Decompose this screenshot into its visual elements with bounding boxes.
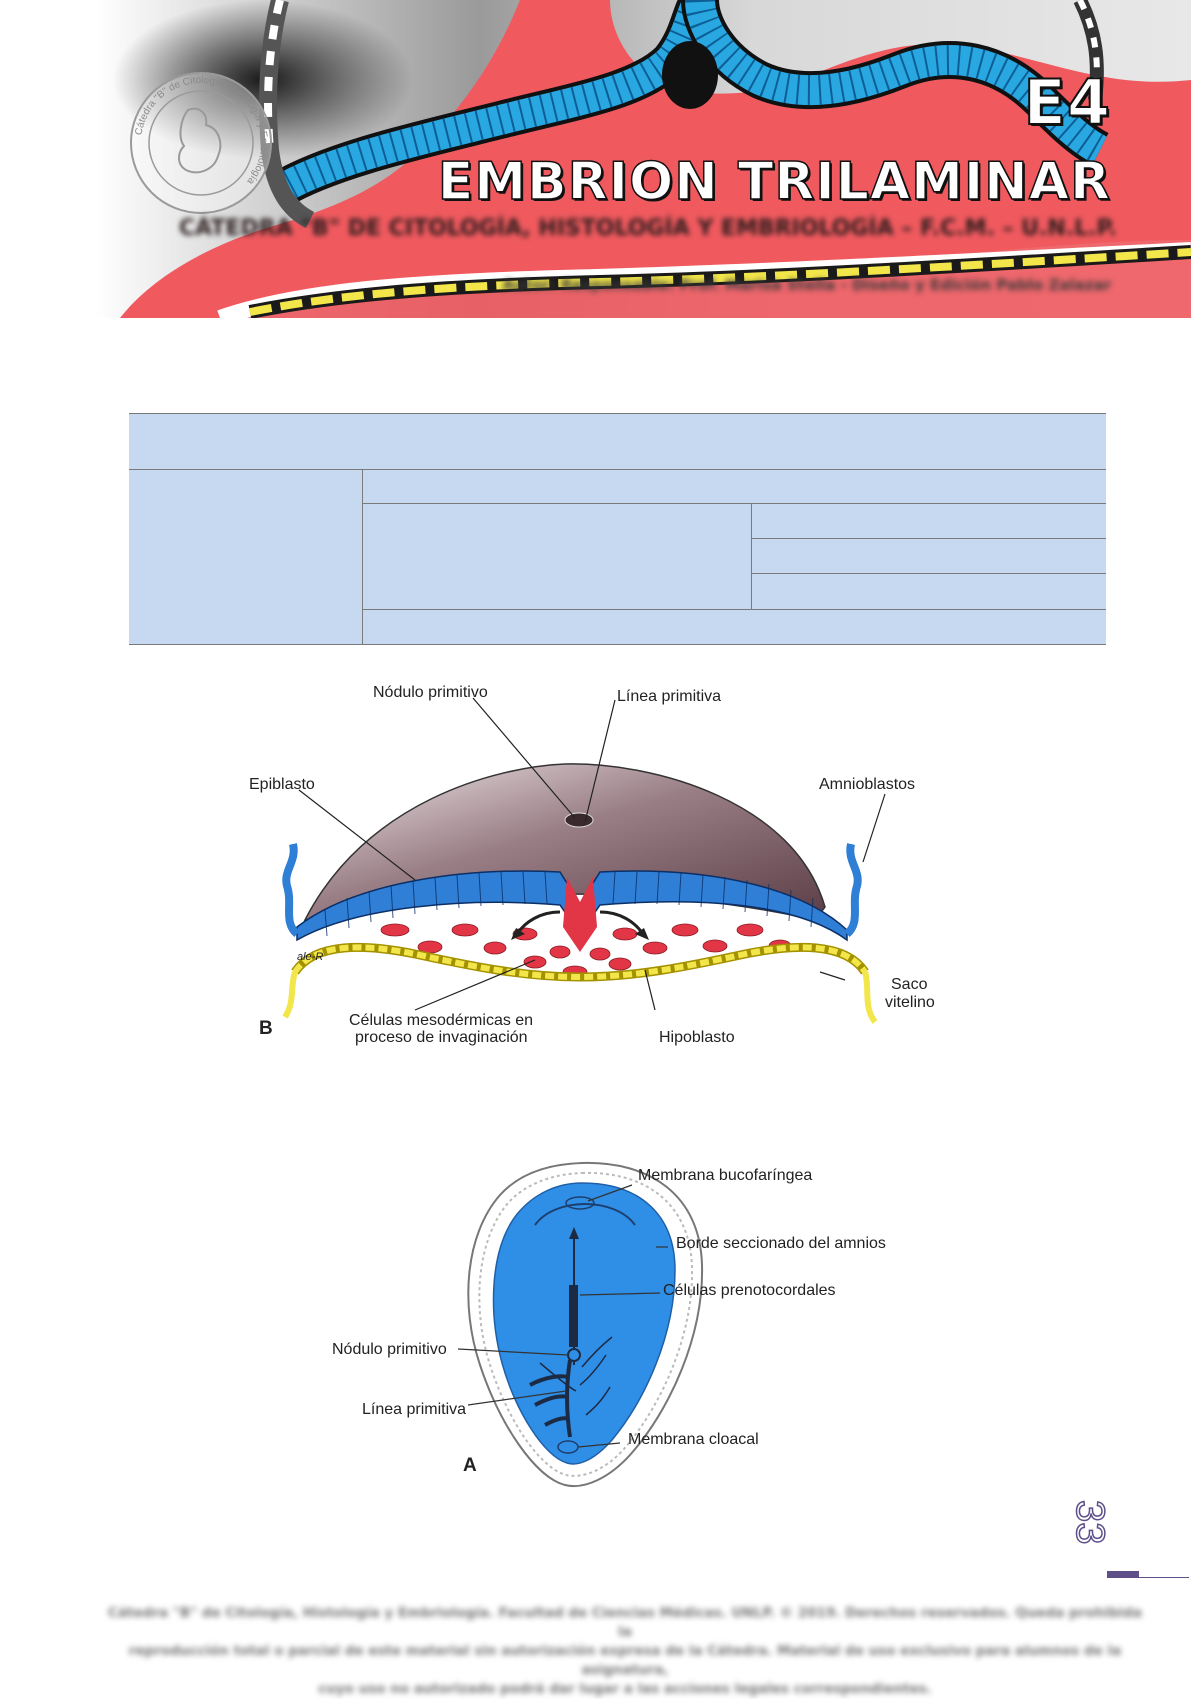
footer-line: cuyo uso no autorizado podrá dar lugar a… (318, 1681, 932, 1697)
stamp-ring-textpath: Cátedra "B" de Citología, Histología y E… (134, 75, 270, 187)
stamp-emblem-icon (178, 107, 222, 174)
label-borde-amnios: Borde seccionado del amnios (676, 1235, 886, 1252)
unit-code: E4 (1023, 65, 1111, 140)
label-nodulo-primitivo-b: Nódulo primitivo (373, 684, 488, 701)
table-rule (751, 503, 752, 609)
label-celulas-prenotocordales: Células prenotocordales (663, 1282, 836, 1299)
chair-name: CÁTEDRA "B" DE CITOLOGÍA, HISTOLOGÍA Y E… (178, 216, 1117, 241)
table-rule (362, 503, 1106, 504)
label-hipoblasto: Hipoblasto (659, 1029, 735, 1046)
table-rule (362, 469, 363, 645)
table-rule (129, 469, 1106, 470)
header-background-illustration (95, 0, 1191, 318)
artist-signature: ale-R (297, 951, 324, 963)
header-banner: Cátedra "B" de Citología, Histología y E… (0, 0, 1191, 318)
label-saco-vitelino-1: Saco (891, 976, 928, 993)
footer-line: Cátedra "B" de Citología, Histología y E… (108, 1605, 1142, 1640)
label-membrana-cloacal: Membrana cloacal (628, 1431, 759, 1448)
department-stamp (130, 72, 272, 214)
panel-letter-b: B (259, 1018, 273, 1039)
label-amnioblastos: Amnioblastos (819, 776, 916, 793)
figure-b-trilaminar-section: Nódulo primitivo Línea primitiva Epiblas… (235, 672, 955, 1052)
footer-notice: Cátedra "B" de Citología, Histología y E… (100, 1604, 1150, 1699)
page-number: 33 (1067, 1499, 1113, 1545)
label-membrana-bucofaringea: Membrana bucofaríngea (638, 1167, 813, 1184)
footer-line: reproducción total o parcial de este mat… (128, 1643, 1122, 1678)
figure-a-embryonic-disc: Membrana bucofaríngea Borde seccionado d… (330, 1155, 970, 1500)
table-rule (362, 609, 1106, 610)
table-rule (129, 413, 1106, 414)
label-nodulo-primitivo-a: Nódulo primitivo (332, 1341, 447, 1358)
stamp-ring-text: Cátedra "B" de Citología, Histología y E… (134, 75, 270, 187)
label-celulas-mesodermicas-2: proceso de invaginación (355, 1029, 528, 1046)
svg-text:Cátedra "B" de Citología, Hist: Cátedra "B" de Citología, Histología y E… (134, 75, 270, 187)
figure-b-diagram (282, 697, 886, 1024)
panel-letter-a: A (463, 1455, 477, 1476)
label-linea-primitiva-b: Línea primitiva (617, 688, 722, 705)
label-celulas-mesodermicas-1: Células mesodérmicas en (349, 1012, 534, 1029)
unit-title: EMBRION TRILAMINAR (437, 151, 1111, 213)
page-number-rule-line (1139, 1577, 1189, 1578)
label-epiblasto: Epiblasto (249, 776, 315, 793)
table-rule (751, 573, 1106, 574)
page-number-rule (1107, 1571, 1139, 1578)
authors-line: Autor: Responsable: Prof. Marisa Stella … (502, 276, 1111, 294)
label-linea-primitiva-a: Línea primitiva (362, 1401, 467, 1418)
table-rule (129, 644, 1106, 645)
blank-summary-table (129, 413, 1106, 645)
figure-a-diagram (457, 1161, 704, 1488)
table-rule (751, 538, 1106, 539)
label-saco-vitelino-2: vitelino (885, 994, 935, 1011)
